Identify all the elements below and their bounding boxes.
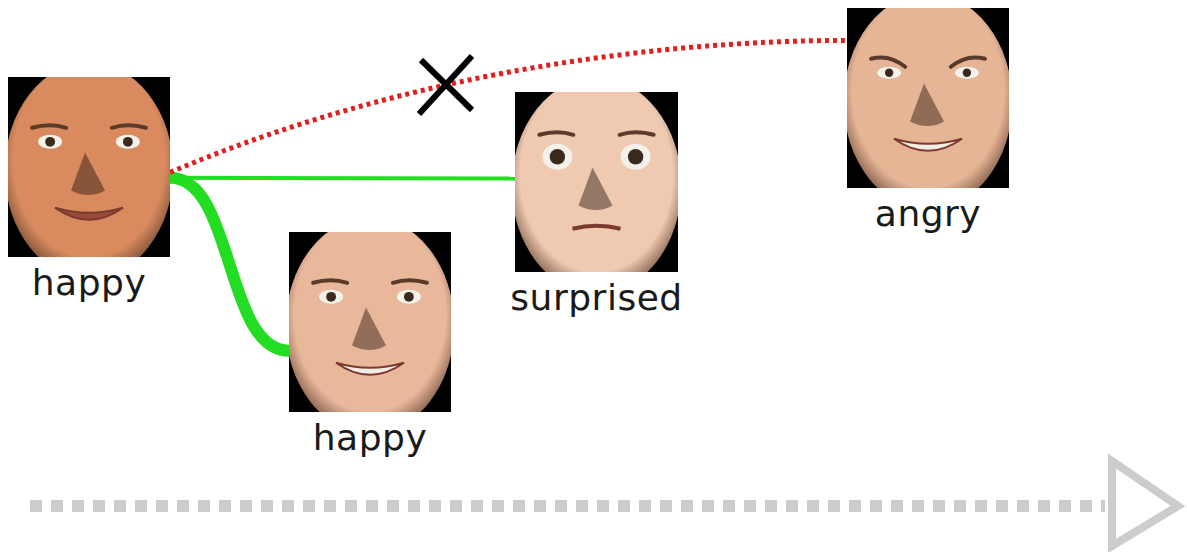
face-node: surprised xyxy=(515,92,678,272)
face-photo xyxy=(515,92,678,272)
face-node: happy xyxy=(8,77,170,257)
transition-connector xyxy=(170,176,515,181)
transition-connector xyxy=(170,40,847,172)
face-photo xyxy=(8,77,170,257)
emotion-label: happy xyxy=(32,263,146,303)
time-axis-head xyxy=(1112,461,1178,546)
emotion-label: surprised xyxy=(510,278,682,318)
face-photo xyxy=(289,232,451,412)
face-node: happy xyxy=(289,232,451,412)
face-photo xyxy=(847,8,1009,188)
transition-connector xyxy=(170,178,289,351)
face-node: angry xyxy=(847,8,1009,188)
emotion-label: happy xyxy=(313,418,427,458)
emotion-label: angry xyxy=(875,194,981,234)
time-axis-dashes xyxy=(30,500,1105,512)
